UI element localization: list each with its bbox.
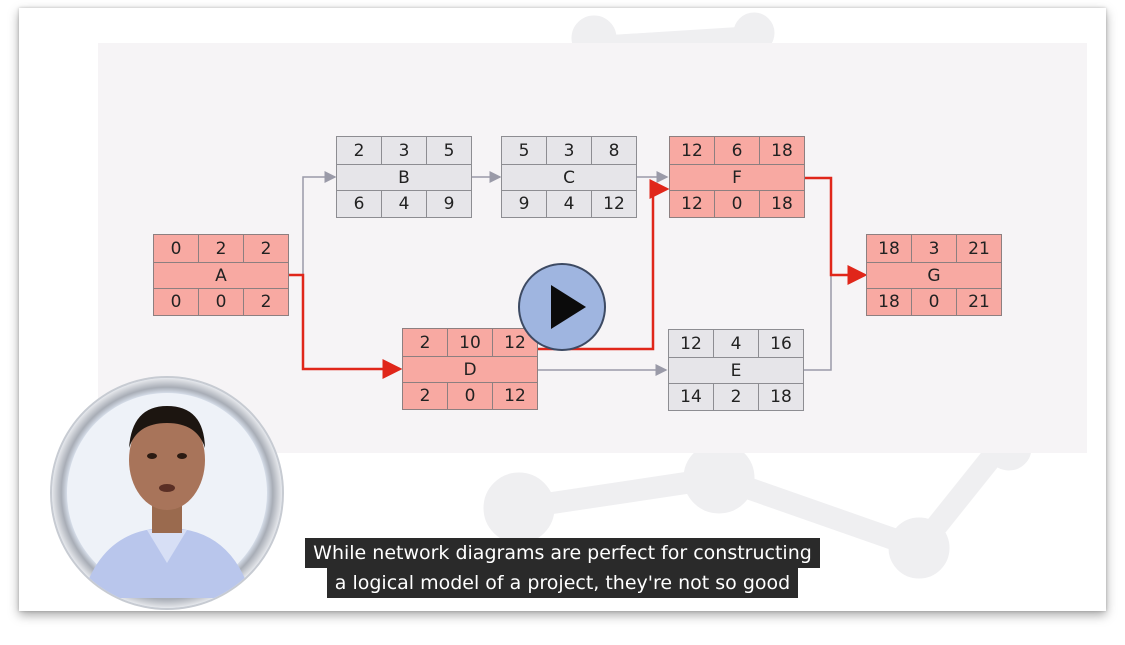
edge-a-b (289, 171, 337, 276)
node-b-label: B (398, 167, 410, 188)
node-b-early-start: 2 (353, 140, 365, 161)
node-c-float: 4 (546, 191, 591, 217)
node-d-late-finish: 12 (492, 383, 537, 409)
node-d-duration: 10 (447, 329, 492, 356)
node-d-early-finish: 12 (492, 329, 537, 356)
caption: While network diagrams are perfect for c… (19, 538, 1106, 598)
diagram-connectors (289, 171, 868, 379)
node-d-float: 0 (447, 383, 492, 409)
node-b-float: 4 (381, 191, 426, 217)
node-f: 12 6 18 F 12 0 18 (669, 136, 805, 218)
presenter-avatar (52, 378, 282, 608)
node-f-early-start: 12 (681, 140, 703, 161)
node-f-late-finish: 18 (759, 191, 804, 217)
node-a-late-finish: 2 (243, 289, 288, 315)
node-e-early-finish: 16 (758, 330, 803, 357)
node-f-float: 0 (714, 191, 759, 217)
node-c-late-finish: 12 (591, 191, 636, 217)
caption-line-2: a logical model of a project, they're no… (326, 568, 799, 598)
node-a-early-finish: 2 (243, 235, 288, 262)
node-g-late-finish: 21 (956, 289, 1001, 315)
node-d-late-start: 2 (419, 386, 431, 406)
node-b-late-start: 6 (353, 194, 365, 214)
node-a-label: A (215, 265, 227, 286)
node-g-early-start: 18 (878, 238, 900, 259)
node-a: 0 2 2 A 0 0 2 (153, 234, 289, 316)
node-g-duration: 3 (911, 235, 956, 262)
node-c-late-start: 9 (518, 194, 530, 214)
node-e-late-finish: 18 (758, 384, 803, 410)
node-e-label: E (730, 360, 742, 381)
presenter-icon (52, 378, 282, 608)
node-f-duration: 6 (714, 137, 759, 164)
node-g: 18 3 21 G 18 0 21 (866, 234, 1002, 316)
edge-a-d (289, 273, 403, 379)
node-e: 12 4 16 E 14 2 18 (668, 329, 804, 411)
node-c-early-start: 5 (518, 140, 530, 161)
node-a-early-start: 0 (170, 238, 182, 259)
node-f-label: F (732, 167, 742, 188)
node-f-early-finish: 18 (759, 137, 804, 164)
node-d: 2 10 12 D 2 0 12 (402, 328, 538, 410)
node-b-duration: 3 (381, 137, 426, 164)
node-b-late-finish: 9 (426, 191, 471, 217)
node-g-late-start: 18 (878, 292, 900, 312)
node-c-duration: 3 (546, 137, 591, 164)
node-e-duration: 4 (713, 330, 758, 357)
edge-d-f (538, 179, 670, 351)
node-c-early-finish: 8 (591, 137, 636, 164)
node-b-early-finish: 5 (426, 137, 471, 164)
node-d-label: D (463, 359, 477, 380)
video-player[interactable]: 0 2 2 A 0 0 2 2 3 5 B 6 4 9 5 3 8 C (19, 8, 1106, 611)
node-f-late-start: 12 (681, 194, 703, 214)
play-icon (551, 285, 586, 329)
play-button[interactable] (518, 263, 606, 351)
node-b: 2 3 5 B 6 4 9 (336, 136, 472, 218)
caption-line-1: While network diagrams are perfect for c… (305, 538, 820, 568)
edge-e-g (803, 274, 864, 371)
node-e-early-start: 12 (680, 333, 702, 354)
node-c: 5 3 8 C 9 4 12 (501, 136, 637, 218)
node-e-late-start: 14 (680, 387, 702, 407)
edge-f-g (804, 176, 868, 285)
node-g-float: 0 (911, 289, 956, 315)
node-g-label: G (927, 265, 941, 286)
node-c-label: C (563, 167, 575, 188)
node-g-early-finish: 21 (956, 235, 1001, 262)
node-a-float: 0 (198, 289, 243, 315)
node-a-late-start: 0 (170, 292, 182, 312)
node-e-float: 2 (713, 384, 758, 410)
node-d-early-start: 2 (419, 332, 431, 353)
node-a-duration: 2 (198, 235, 243, 262)
